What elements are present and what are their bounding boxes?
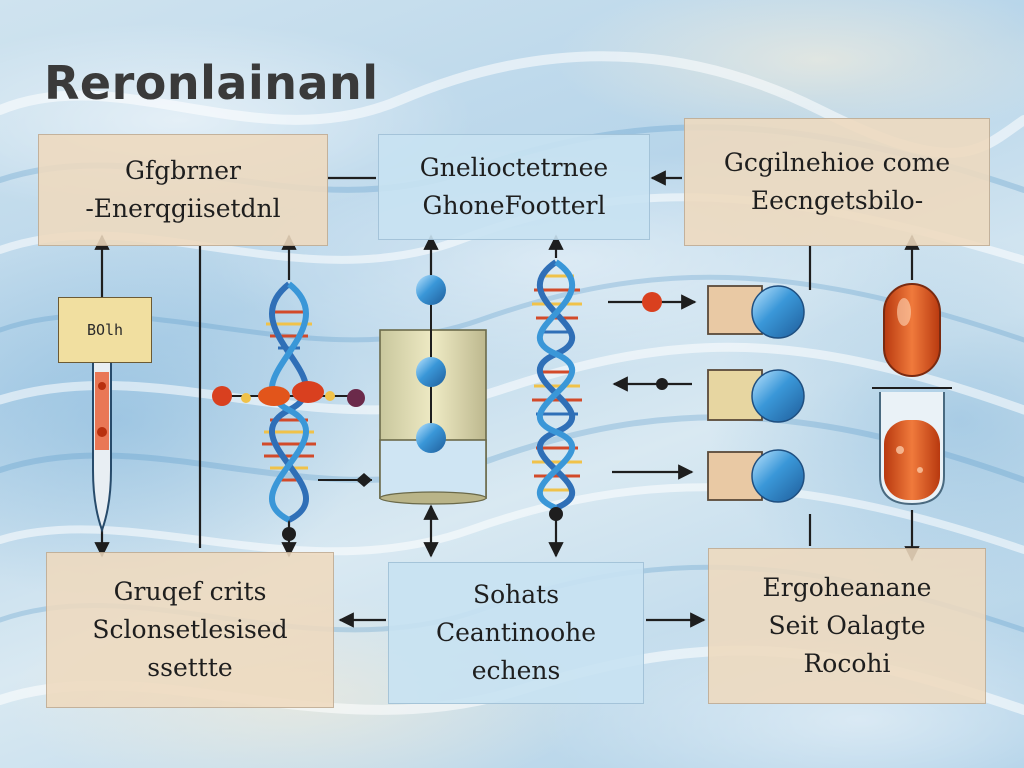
diagram-title: Reronlainanl xyxy=(44,56,379,110)
node-bottom-center: Sohats Ceantinoohe echens xyxy=(388,562,644,704)
node-label: echens xyxy=(471,656,561,685)
block-bead-2 xyxy=(707,369,805,423)
node-label: Sohats xyxy=(472,580,560,609)
node-label: Ergoheanane xyxy=(762,573,932,602)
cylinder-icon xyxy=(379,275,487,505)
node-top-center: Gnelioctetrnee GhoneFootterl xyxy=(378,134,650,240)
block-bead-1 xyxy=(707,285,805,339)
dna-helix-icon xyxy=(212,281,372,541)
node-label: Eecngetsbilo- xyxy=(750,186,924,215)
tube-tag-label: BOlh xyxy=(58,297,152,363)
test-tube-icon xyxy=(879,392,945,506)
node-label: Ceantinoohe xyxy=(435,618,597,647)
dna-helix-icon xyxy=(532,259,668,521)
node-label: Gnelioctetrnee xyxy=(419,153,609,182)
test-tube-icon xyxy=(92,339,112,533)
node-label: Gruqef crits xyxy=(113,577,267,606)
node-top-right: Gcgilnehioe come Eecngetsbilo- xyxy=(684,118,990,246)
node-label: Sclonsetlesised xyxy=(92,615,288,644)
node-label: GhoneFootterl xyxy=(422,191,606,220)
capsule-icon xyxy=(872,283,952,389)
node-label: Rocohi xyxy=(803,649,891,678)
node-bottom-left: Gruqef crits Sclonsetlesised ssettte xyxy=(46,552,334,708)
molecule-icon xyxy=(212,381,365,407)
node-label: Gfgbrner xyxy=(124,156,242,185)
node-top-left: Gfgbrner -Enerqgiisetdnl xyxy=(38,134,328,246)
node-label: -Enerqgiisetdnl xyxy=(85,194,281,223)
bead-icon xyxy=(416,275,446,453)
node-label: ssettte xyxy=(147,653,233,682)
node-label: Gcgilnehioe come xyxy=(723,148,951,177)
bead-icon xyxy=(751,369,805,423)
node-label: Seit Oalagte xyxy=(768,611,926,640)
node-bottom-right: Ergoheanane Seit Oalagte Rocohi xyxy=(708,548,986,704)
bead-icon xyxy=(751,449,805,503)
bead-icon xyxy=(751,285,805,339)
block-bead-3 xyxy=(707,449,805,503)
